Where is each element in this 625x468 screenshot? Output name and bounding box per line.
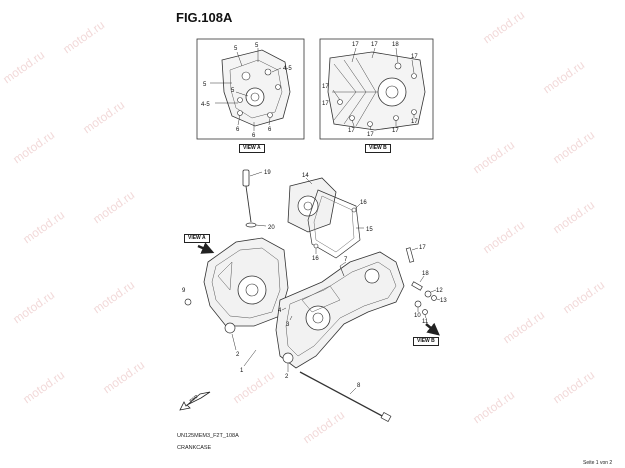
callout-label: 8 xyxy=(357,383,361,389)
callout-label: 7 xyxy=(344,257,348,263)
view-a-arrow xyxy=(197,242,215,254)
small-parts xyxy=(184,247,441,319)
callout-label: 17 xyxy=(392,128,399,134)
callout-label: 4-5 xyxy=(283,66,292,72)
callout-label: 5 xyxy=(231,88,235,94)
inset-view-b: 17 17 18 17 17 17 17 17 17 17 xyxy=(319,38,434,140)
fwd-arrow: FWD xyxy=(179,391,211,411)
fwd-label: FWD xyxy=(188,394,198,404)
callout-label: 16 xyxy=(312,256,319,262)
figure-title: FIG.108A xyxy=(176,10,233,25)
long-bolt xyxy=(299,371,392,423)
callout-label: 12 xyxy=(436,288,443,294)
callout-label: 1 xyxy=(240,368,244,374)
callout-label: 17 xyxy=(367,132,374,138)
view-b-pointer-tag: VIEW B xyxy=(413,337,439,346)
callout-label: 3 xyxy=(286,322,290,328)
inset-view-a: 5 5 5 4-5 5 4-5 6 6 6 xyxy=(196,38,305,140)
callout-label: 20 xyxy=(268,225,275,231)
callout-label: 17 xyxy=(352,42,359,48)
view-a-pointer-tag: VIEW A xyxy=(184,234,210,243)
callout-label: 11 xyxy=(422,319,429,325)
drawing-code: UN125MEM3_F2T_108A xyxy=(177,433,239,439)
crankcase-cover xyxy=(287,177,364,259)
callout-label: 6 xyxy=(268,127,272,133)
callout-label: 17 xyxy=(419,245,426,251)
view-b-tag: VIEW B xyxy=(365,144,391,153)
callout-label: 17 xyxy=(322,84,329,90)
callout-label: 6 xyxy=(252,133,256,139)
callout-label: 17 xyxy=(371,42,378,48)
view-a-tag: VIEW A xyxy=(239,144,265,153)
callout-label: 5 xyxy=(234,46,238,52)
callout-label: 5 xyxy=(203,82,207,88)
callout-label: 2 xyxy=(236,352,240,358)
callout-label: 13 xyxy=(440,298,447,304)
callout-label: 6 xyxy=(236,127,240,133)
page-info: Seite 1 von 2 xyxy=(583,460,613,466)
callout-label: 10 xyxy=(414,313,421,319)
callout-label: 17 xyxy=(411,54,418,60)
callout-label: 17 xyxy=(322,101,329,107)
left-crankcase-half xyxy=(203,237,289,351)
right-crankcase-half xyxy=(275,251,405,372)
callout-label: 19 xyxy=(264,170,271,176)
callout-label: 4 xyxy=(278,308,282,314)
callout-label: 4-5 xyxy=(201,102,210,108)
callout-label: 17 xyxy=(348,128,355,134)
callout-label: 18 xyxy=(422,271,429,277)
callout-label: 15 xyxy=(366,227,373,233)
section-name: CRANKCASE xyxy=(177,445,212,451)
callout-label: 2 xyxy=(285,374,289,380)
callout-label: 9 xyxy=(182,288,186,294)
oil-dipstick xyxy=(242,169,267,228)
callout-label: 16 xyxy=(360,200,367,206)
main-exploded-view: FWD 19 20 14 16 15 16 17 18 12 13 10 11 … xyxy=(179,169,447,423)
callout-label: 17 xyxy=(411,119,418,125)
callout-label: 14 xyxy=(302,173,309,179)
callout-label: 18 xyxy=(392,42,399,48)
view-b-arrow xyxy=(425,322,440,336)
callout-label: 5 xyxy=(255,43,259,49)
